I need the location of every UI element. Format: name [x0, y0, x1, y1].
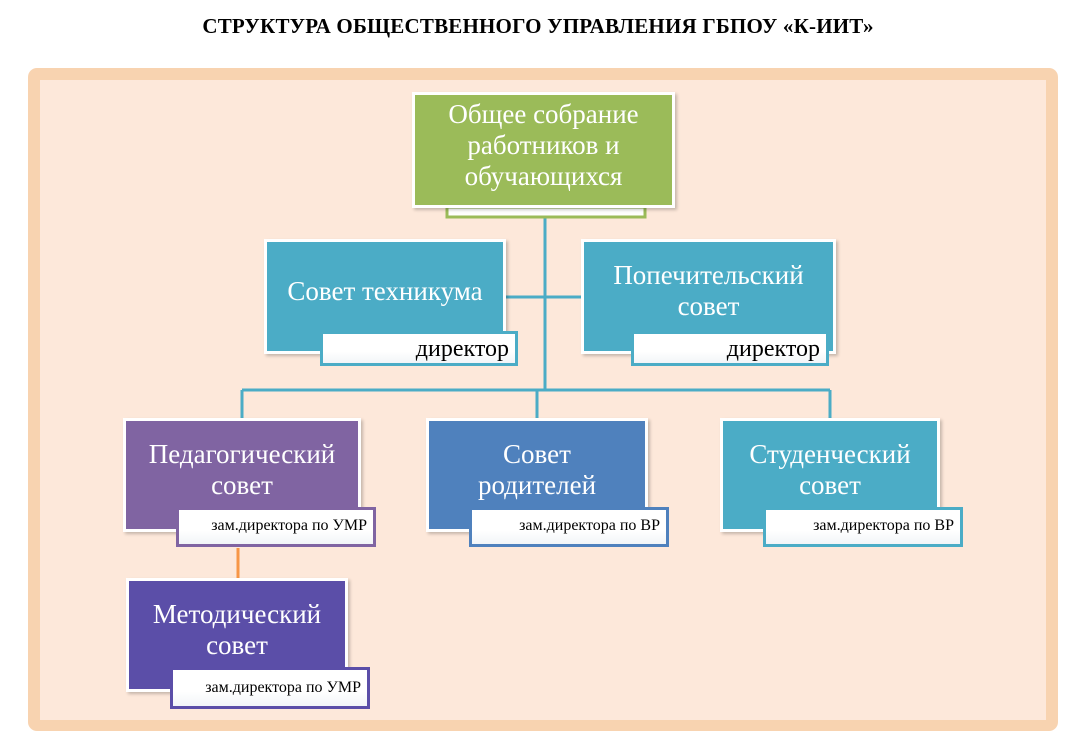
- page-title: СТРУКТУРА ОБЩЕСТВЕННОГО УПРАВЛЕНИЯ ГБПОУ…: [202, 14, 874, 38]
- general-assembly-label: Общее собрание работников и обучающихся: [448, 99, 639, 191]
- student-council-head: зам.директора по ВР: [763, 507, 963, 547]
- methodical-council-label: Методический совет: [152, 599, 322, 660]
- student-council-label: Студенческий совет: [749, 439, 911, 500]
- tech-council-label: Совет техникума: [287, 276, 483, 306]
- pedagogical-council-head: зам.директора по УМР: [176, 507, 376, 547]
- parents-council-label: Совет родителей: [477, 439, 597, 500]
- trustee-council-label: Попечительский совет: [613, 260, 804, 321]
- general-assembly-box: Общее собрание работников и обучающихся: [412, 92, 675, 208]
- trustee-council-head: директор: [631, 331, 829, 366]
- general-sub-bar: [445, 205, 647, 219]
- methodical-council-head: зам.директора по УМР: [170, 667, 370, 709]
- pedagogical-council-label: Педагогический совет: [148, 439, 336, 500]
- tech-council-head: директор: [320, 331, 518, 366]
- parents-council-head: зам.директора по ВР: [469, 507, 669, 547]
